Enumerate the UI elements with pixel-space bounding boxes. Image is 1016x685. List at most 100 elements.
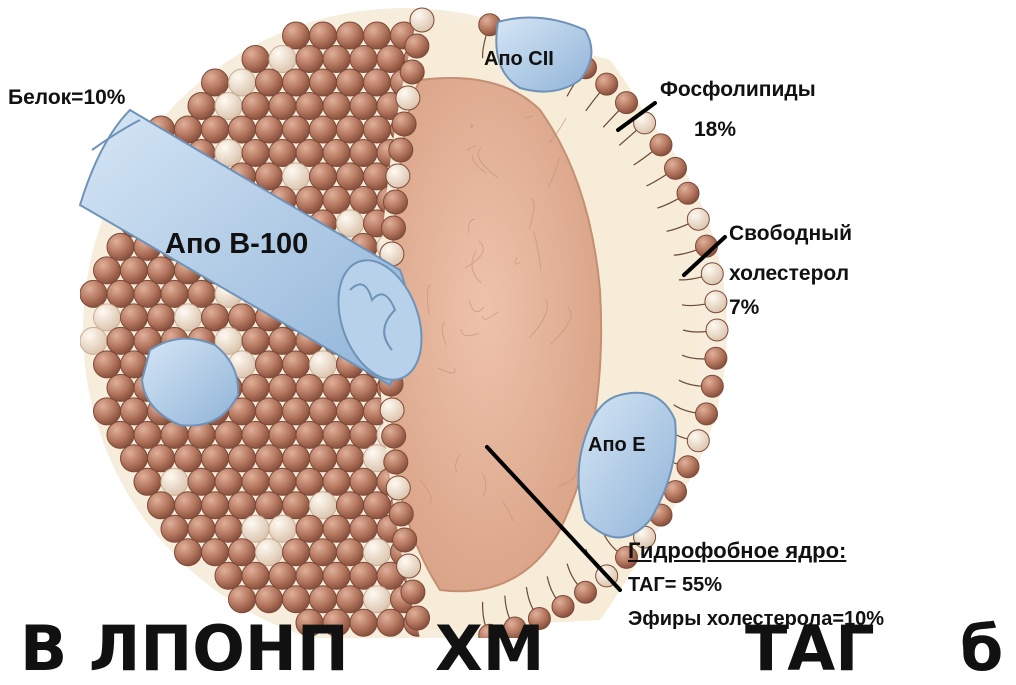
phospholipid-head — [107, 327, 134, 354]
label-phospholipids: Фосфолипиды — [660, 78, 816, 102]
edge-head — [397, 554, 421, 578]
phospholipid-head — [283, 351, 310, 378]
phospholipid-head — [323, 374, 350, 401]
phospholipid-head — [215, 562, 242, 589]
phospholipid-head — [269, 468, 296, 495]
phospholipid-head — [188, 280, 215, 307]
phospholipid-head — [377, 45, 404, 72]
edge-head — [410, 8, 434, 32]
phospholipid-head — [269, 327, 296, 354]
phospholipid-head — [323, 468, 350, 495]
phospholipid-head — [242, 374, 269, 401]
phospholipid-head — [575, 581, 597, 603]
phospholipid-head — [701, 375, 723, 397]
phospholipid-head — [229, 304, 256, 331]
bottom-text-middle: ХМ — [435, 612, 545, 685]
phospholipid-head — [107, 374, 134, 401]
phospholipid-head — [323, 92, 350, 119]
phospholipid-head — [696, 403, 718, 425]
phospholipid-head — [283, 22, 310, 49]
phospholipid-head — [242, 421, 269, 448]
phospholipid-head — [650, 134, 672, 156]
phospholipid-head — [350, 92, 377, 119]
phospholipid-head — [202, 492, 229, 519]
phospholipid-head — [242, 92, 269, 119]
cholesterol-head — [310, 492, 337, 519]
phospholipid-head — [337, 492, 364, 519]
phospholipid-head — [242, 562, 269, 589]
cholesterol-head — [269, 515, 296, 542]
bottom-text-right2: б — [960, 612, 1003, 685]
phospholipid-head — [269, 139, 296, 166]
phospholipid-head — [80, 280, 107, 307]
edge-head — [405, 34, 429, 58]
label-protein: Белок=10% — [8, 86, 125, 110]
cholesterol-head — [229, 69, 256, 96]
phospholipid-head — [283, 116, 310, 143]
label-apo-cii: Апо CII — [484, 48, 554, 71]
cholesterol-head — [161, 468, 188, 495]
edge-head — [380, 398, 404, 422]
edge-head — [406, 606, 430, 630]
phospholipid-head — [256, 116, 283, 143]
phospholipid-head — [310, 398, 337, 425]
edge-head — [384, 450, 408, 474]
edge-head — [396, 86, 420, 110]
phospholipid-head — [364, 69, 391, 96]
lipoprotein-illustration — [0, 0, 1016, 638]
cholesterol-head — [687, 430, 709, 452]
phospholipid-head — [296, 515, 323, 542]
phospholipid-head — [337, 163, 364, 190]
phospholipid-head — [350, 468, 377, 495]
phospholipid-head — [350, 562, 377, 589]
phospholipid-head — [202, 539, 229, 566]
phospholipid-head — [107, 421, 134, 448]
phospholipid-head — [256, 586, 283, 613]
phospholipid-head — [161, 515, 188, 542]
phospholipid-head — [121, 445, 148, 472]
phospholipid-head — [350, 421, 377, 448]
phospholipid-head — [215, 468, 242, 495]
edge-head — [382, 424, 406, 448]
phospholipid-head — [148, 492, 175, 519]
phospholipid-head — [350, 515, 377, 542]
phospholipid-head — [256, 492, 283, 519]
cholesterol-head — [701, 263, 723, 285]
phospholipid-head — [175, 445, 202, 472]
phospholipid-head — [296, 374, 323, 401]
phospholipid-head — [188, 468, 215, 495]
phospholipid-head — [310, 69, 337, 96]
phospholipid-head — [310, 586, 337, 613]
phospholipid-head — [242, 468, 269, 495]
phospholipid-head — [175, 539, 202, 566]
phospholipid-head — [296, 139, 323, 166]
phospholipid-head — [94, 257, 121, 284]
cholesterol-head — [256, 539, 283, 566]
phospholipid-head — [350, 609, 377, 636]
cholesterol-head — [80, 327, 107, 354]
phospholipid-head — [310, 116, 337, 143]
phospholipid-head — [121, 257, 148, 284]
edge-head — [389, 138, 413, 162]
phospholipid-head — [202, 445, 229, 472]
phospholipid-head — [310, 445, 337, 472]
phospholipid-head — [283, 492, 310, 519]
phospholipid-head — [310, 539, 337, 566]
cholesterol-head — [215, 92, 242, 119]
phospholipid-head — [269, 562, 296, 589]
edge-head — [400, 60, 424, 84]
phospholipid-head — [202, 116, 229, 143]
phospholipid-head — [283, 445, 310, 472]
phospholipid-head — [229, 445, 256, 472]
cholesterol-head — [242, 515, 269, 542]
phospholipid-head — [256, 69, 283, 96]
label-apo-e: Апо Е — [588, 434, 646, 457]
phospholipid-head — [215, 515, 242, 542]
phospholipid-head — [364, 116, 391, 143]
phospholipid-head — [323, 45, 350, 72]
edge-head — [389, 502, 413, 526]
phospholipid-head — [337, 398, 364, 425]
phospholipid-head — [242, 45, 269, 72]
edge-head — [392, 112, 416, 136]
phospholipid-head — [296, 421, 323, 448]
